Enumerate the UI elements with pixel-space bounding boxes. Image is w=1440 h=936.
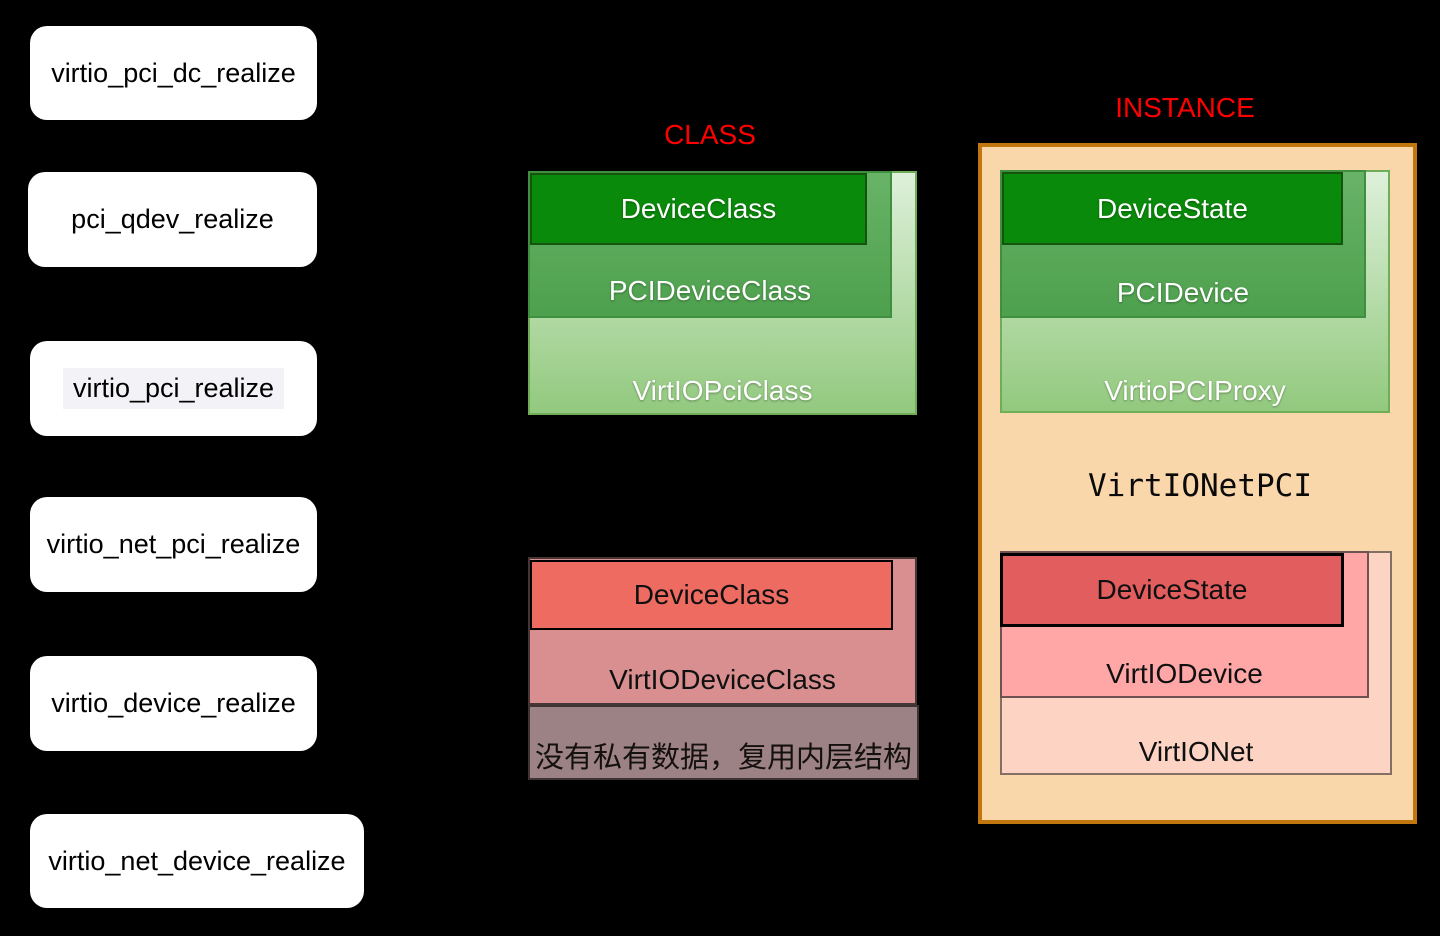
function-label: virtio_device_realize <box>51 688 296 718</box>
class-heading: CLASS <box>664 119 756 150</box>
function-box-pci-qdev-realize: pci_qdev_realize <box>28 172 317 267</box>
instance-virtiopciproxy-label: VirtioPCIProxy <box>1104 375 1286 406</box>
function-label: virtio_pci_realize <box>72 373 275 403</box>
instance-devicestate-red-box: DeviceState <box>1000 553 1344 627</box>
instance-virtionet-label: VirtIONet <box>1138 736 1254 767</box>
text-highlight: virtio_pci_realize <box>62 368 285 409</box>
class-deviceclass-red-box: DeviceClass <box>530 560 893 630</box>
function-label: virtio_net_pci_realize <box>46 529 301 559</box>
function-label: pci_qdev_realize <box>71 204 274 234</box>
class-note-box: 没有私有数据，复用内层结构 <box>528 705 919 780</box>
function-label: virtio_pci_dc_realize <box>51 57 296 88</box>
instance-virtiodevice-label: VirtIODevice <box>1106 658 1263 689</box>
function-box-virtio-device-realize: virtio_device_realize <box>30 656 317 751</box>
class-note-text: 没有私有数据，复用内层结构 <box>534 742 912 774</box>
function-box-virtio-pci-realize: virtio_pci_realize <box>30 341 317 436</box>
function-label: virtio_net_device_realize <box>48 845 346 876</box>
instance-devicestate-red-label: DeviceState <box>1096 574 1248 605</box>
instance-heading: INSTANCE <box>1115 92 1255 123</box>
class-deviceclass-green-box: DeviceClass <box>530 173 867 245</box>
instance-pcidevice-label: PCIDevice <box>1116 277 1250 308</box>
function-box-virtio-pci-dc-realize: virtio_pci_dc_realize <box>30 26 317 120</box>
virtionetpci-label: VirtIONetPCI <box>1088 468 1312 504</box>
instance-devicestate-green-label: DeviceState <box>1097 192 1248 224</box>
class-virtiopciclass-label: VirtIOPciClass <box>632 375 813 406</box>
class-pcideviceclass-label: PCIDeviceClass <box>608 275 812 306</box>
class-virtiodeviceclass-label: VirtIODeviceClass <box>609 664 836 695</box>
class-deviceclass-green-label: DeviceClass <box>620 193 777 224</box>
function-box-virtio-net-device-realize: virtio_net_device_realize <box>30 814 364 908</box>
function-box-virtio-net-pci-realize: virtio_net_pci_realize <box>30 497 317 592</box>
class-deviceclass-red-label: DeviceClass <box>633 579 790 610</box>
instance-devicestate-green-box: DeviceState <box>1002 172 1343 245</box>
